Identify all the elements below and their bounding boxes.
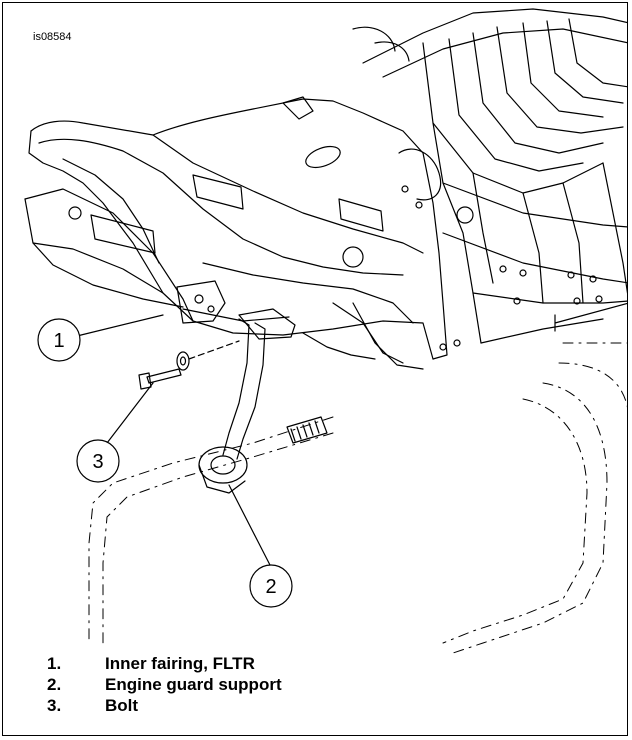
exploded-view-drawing: 1 2 3 [24,8,627,654]
callout-1: 1 [37,318,81,362]
bolt-illustration [138,340,240,390]
parts-legend: 1. Inner fairing, FLTR 2. Engine guard s… [47,653,282,716]
callout-leaders [76,314,272,568]
callout-2-label: 2 [265,576,276,598]
legend-item-text: Inner fairing, FLTR [105,654,255,673]
engine-guard-support-illustration [198,318,328,494]
legend-item-number: 1. [47,654,62,673]
callout-3: 3 [76,439,120,483]
figure-id: is08584 [33,31,72,43]
legend-item-number: 2. [47,675,62,694]
legend-item-number: 3. [47,696,62,715]
callout-3-label: 3 [92,451,103,473]
callout-1-label: 1 [53,330,64,352]
inner-fairing-illustration [24,98,448,370]
legend-item-text: Bolt [105,696,139,715]
legend-item-text: Engine guard support [105,675,282,694]
callout-2: 2 [249,564,293,608]
engine-guard-outline [88,342,627,654]
legend-item: 3. Bolt [47,695,282,716]
engine-frame-illustration [282,8,627,351]
legend-item: 1. Inner fairing, FLTR [47,653,282,674]
legend-item: 2. Engine guard support [47,674,282,695]
